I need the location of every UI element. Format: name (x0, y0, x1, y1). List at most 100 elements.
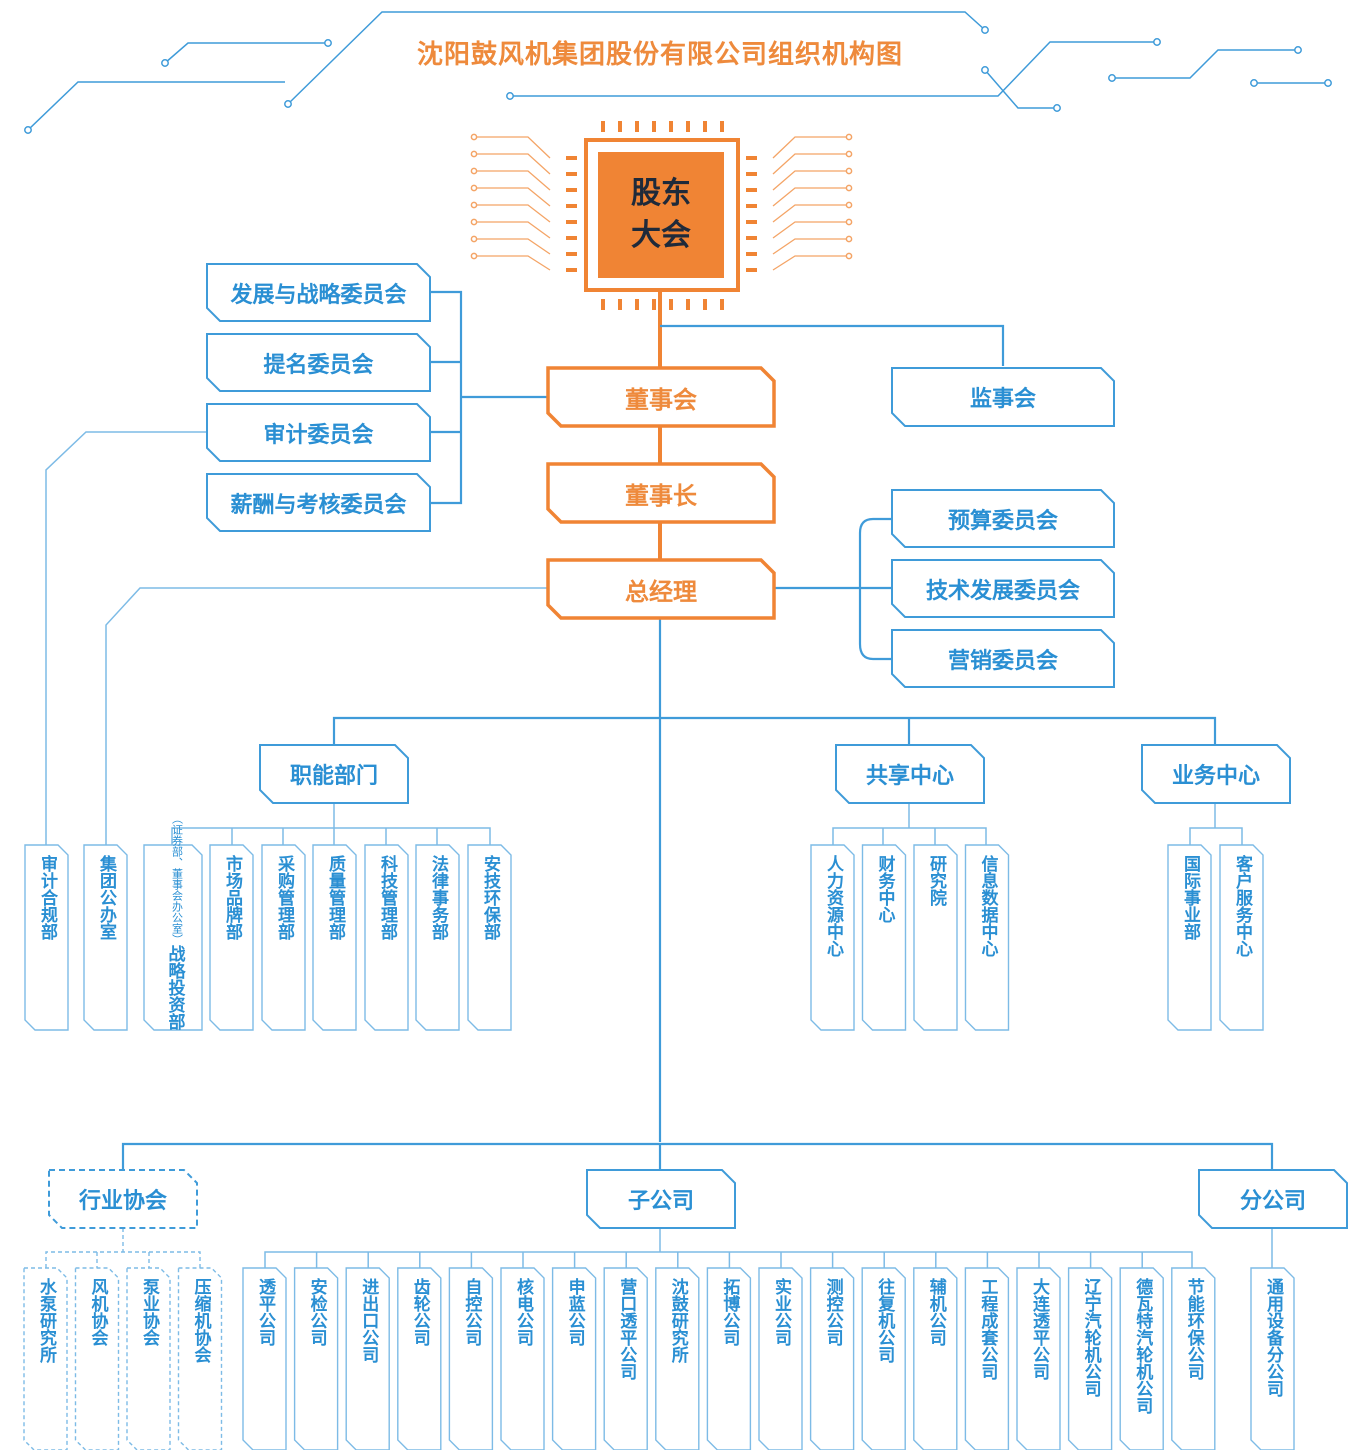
board-committee-3[interactable]: 审计委员会 (207, 404, 430, 461)
chairman-box[interactable]: 董事长 (548, 464, 774, 522)
subsidiary-1-frame (242, 1267, 287, 1450)
subsidiary-12-label: 测控公司 (822, 1278, 843, 1346)
subsidiary-17[interactable]: 辽宁汽轮机公司 (1069, 1268, 1112, 1450)
subsidiary-13[interactable]: 往复机公司 (862, 1268, 905, 1450)
functional-dept-3-label: 战略投资部 (164, 945, 185, 1030)
chip-pin (746, 268, 757, 272)
association-3[interactable]: 泵业协会 (127, 1268, 170, 1450)
board-committee-4[interactable]: 薪酬与考核委员会 (207, 474, 430, 531)
functional-bar (171, 827, 491, 845)
circuit-node (506, 92, 514, 100)
subsidiary-3-frame (345, 1267, 390, 1450)
chip-trace (772, 221, 849, 239)
chip-pin (566, 220, 577, 224)
business-unit-2[interactable]: 客户服务中心 (1220, 845, 1263, 1030)
chip-trace-node (845, 133, 853, 141)
shared-group-box[interactable]: 共享中心 (836, 745, 984, 803)
chip-pin (566, 252, 577, 256)
shared-unit-1[interactable]: 人力资源中心 (811, 845, 854, 1030)
chip-pin (618, 299, 622, 310)
subsidiary-11[interactable]: 实业公司 (759, 1268, 802, 1450)
subsidiary-8[interactable]: 营口透平公司 (604, 1268, 647, 1450)
gm-box[interactable]: 总经理 (548, 560, 774, 618)
subsidiary-10[interactable]: 拓博公司 (707, 1268, 750, 1450)
shareholders-box[interactable]: 股东 大会 (598, 152, 724, 278)
functional-dept-4[interactable]: 市场品牌部 (210, 845, 253, 1030)
functional-dept-6-label: 质量管理部 (325, 855, 345, 940)
chip-trace (772, 238, 849, 255)
board-box[interactable]: 董事会 (548, 368, 774, 426)
functional-dept-8-frame (415, 844, 460, 1031)
chip-trace (474, 255, 551, 271)
subsidiary-19-frame (1171, 1267, 1216, 1450)
functional-dept-2[interactable]: 集团公办室 (84, 845, 127, 1030)
subsidiary-14[interactable]: 辅机公司 (914, 1268, 957, 1450)
shareholders-label-2: 大会 (631, 218, 691, 253)
circuit-node (324, 39, 332, 47)
chip-trace-node (470, 218, 478, 226)
subsidiary-16[interactable]: 大连透平公司 (1017, 1268, 1060, 1450)
subsidiary-15[interactable]: 工程成套公司 (965, 1268, 1008, 1450)
association-1[interactable]: 水泵研究所 (24, 1268, 67, 1450)
association-group-box[interactable]: 行业协会 (49, 1170, 197, 1228)
functional-dept-5[interactable]: 采购管理部 (262, 845, 305, 1030)
subsidiary-9[interactable]: 沈鼓研究所 (656, 1268, 699, 1450)
functional-dept-8[interactable]: 法律事务部 (416, 845, 459, 1030)
supervisory-box[interactable]: 监事会 (892, 368, 1114, 426)
association-2-frame (74, 1267, 120, 1450)
subsidiary-12[interactable]: 测控公司 (811, 1268, 854, 1450)
subsidiary-7-frame (551, 1267, 597, 1450)
subsidiary-4[interactable]: 齿轮公司 (398, 1268, 441, 1450)
business-group-box[interactable]: 业务中心 (1142, 745, 1290, 803)
shared-group-box-label: 共享中心 (865, 764, 954, 789)
subsidiary-2[interactable]: 安检公司 (295, 1268, 338, 1450)
subsidiary-8-label: 营口透平公司 (616, 1278, 637, 1380)
chip-trace-node (470, 252, 478, 260)
board-committee-2[interactable]: 提名委员会 (207, 334, 430, 391)
functional-dept-7[interactable]: 科技管理部 (365, 845, 408, 1030)
functional-dept-3[interactable]: 战略投资部（证券部、董事会办公室） (144, 813, 202, 1030)
functional-dept-9[interactable]: 安技环保部 (468, 845, 511, 1030)
subsidiary-7[interactable]: 申蓝公司 (553, 1268, 596, 1450)
association-4-frame (177, 1267, 223, 1450)
association-4[interactable]: 压缩机协会 (179, 1268, 222, 1450)
board-committee-1-label: 发展与战略委员会 (230, 282, 407, 308)
functional-dept-6[interactable]: 质量管理部 (313, 845, 356, 1030)
subsidiary-16-label: 大连透平公司 (1029, 1278, 1049, 1380)
board-committee-1[interactable]: 发展与战略委员会 (207, 264, 430, 321)
gm-committee-1[interactable]: 预算委员会 (892, 490, 1114, 547)
association-2[interactable]: 风机协会 (76, 1268, 119, 1450)
branch-1[interactable]: 通用设备分公司 (1251, 1268, 1294, 1450)
circuit-line (510, 41, 1157, 97)
shared-unit-4[interactable]: 信息数据中心 (966, 845, 1009, 1030)
functional-group-box[interactable]: 职能部门 (260, 745, 408, 803)
supervisory-box-frame (891, 367, 1115, 427)
subsidiary-6-label: 核电公司 (513, 1278, 533, 1346)
chip-pin (746, 252, 757, 256)
branch-group-box[interactable]: 分公司 (1199, 1170, 1347, 1228)
gm-committee-3[interactable]: 营销委员会 (892, 630, 1114, 687)
shared-group-box-frame (835, 744, 985, 804)
subsidiary-1[interactable]: 透平公司 (243, 1268, 286, 1450)
chip-pin (746, 156, 757, 160)
subsidiary-group-box[interactable]: 子公司 (587, 1170, 735, 1228)
shared-unit-2[interactable]: 财务中心 (863, 845, 906, 1030)
subsidiary-19[interactable]: 节能环保公司 (1172, 1268, 1215, 1450)
subsidiary-14-frame (913, 1267, 958, 1450)
subsidiary-6[interactable]: 核电公司 (501, 1268, 544, 1450)
business-group-box-label: 业务中心 (1171, 764, 1260, 789)
chip-pin (686, 121, 690, 132)
business-unit-1-frame (1167, 844, 1212, 1031)
chip-pin (601, 299, 605, 310)
board-committee-3-label: 审计委员会 (263, 422, 374, 448)
shared-unit-3[interactable]: 研究院 (914, 845, 957, 1030)
circuit-node (161, 59, 169, 67)
business-unit-1[interactable]: 国际事业部 (1168, 845, 1211, 1030)
subsidiary-5[interactable]: 自控公司 (449, 1268, 492, 1450)
gm-committee-2[interactable]: 技术发展委员会 (892, 560, 1114, 617)
functional-dept-1[interactable]: 审计合规部 (25, 845, 68, 1030)
subsidiary-18[interactable]: 德瓦特汽轮机公司 (1120, 1268, 1163, 1450)
subsidiary-4-frame (397, 1267, 442, 1450)
subsidiary-3[interactable]: 进出口公司 (346, 1268, 389, 1450)
chip-trace (474, 238, 551, 255)
